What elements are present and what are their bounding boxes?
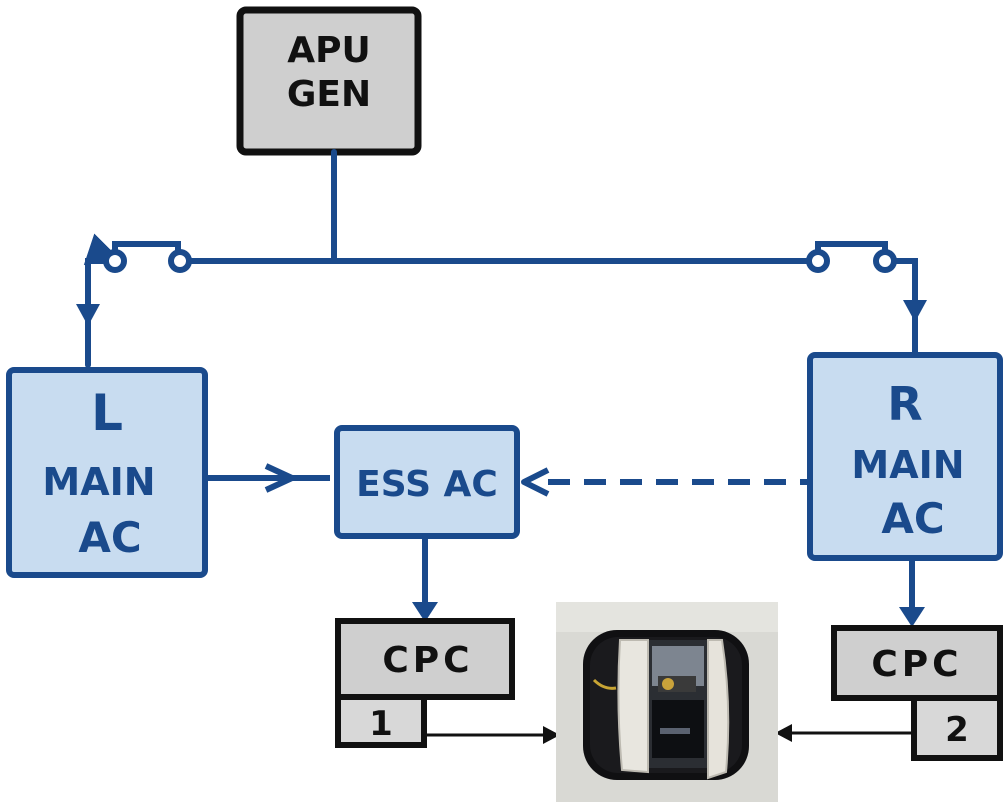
right-main-ac-line3: AC <box>881 494 944 543</box>
apu-gen-label-line1: APU <box>287 30 370 71</box>
cpc2-to-valve-control-line <box>775 724 914 742</box>
cpc-2-label: CPC <box>871 644 962 685</box>
left-bus-tie-contactor <box>103 249 192 273</box>
left-main-to-ess-feed <box>205 463 330 493</box>
ess-to-cpc1-feed <box>412 536 438 622</box>
ess-ac-label: ESS AC <box>356 464 498 505</box>
right-main-to-ess-alternate-feed <box>521 467 810 497</box>
cpc-1-number: 1 <box>369 704 393 744</box>
right-main-ac-line1: R <box>887 377 922 431</box>
cpc-1-label: CPC <box>382 640 473 681</box>
cpc-2-number: 2 <box>945 710 969 750</box>
apu-bus-wiring <box>83 149 918 368</box>
right-main-ac-box: R MAIN AC <box>807 352 1003 561</box>
right-bus-tie-contactor <box>806 249 897 273</box>
left-main-ac-line3: AC <box>78 513 141 562</box>
left-drop-arrow <box>76 304 100 326</box>
right-main-to-cpc2-feed <box>899 558 925 627</box>
outflow-valve-photo <box>556 602 778 802</box>
ess-ac-box: ESS AC <box>334 425 520 539</box>
cpc1-to-valve-control-line <box>424 726 560 744</box>
apu-gen-box: APU GEN <box>236 6 422 156</box>
left-main-ac-box: L MAIN AC <box>6 367 208 578</box>
apu-gen-label-line2: GEN <box>287 74 371 115</box>
right-drop-arrow <box>903 300 927 322</box>
left-main-ac-line2: MAIN <box>42 460 155 504</box>
cpc-2-controller: CPC 2 <box>831 625 1003 761</box>
left-main-ac-line1: L <box>91 384 123 442</box>
right-main-ac-line2: MAIN <box>851 443 964 487</box>
cpc-1-controller: CPC 1 <box>335 618 515 748</box>
